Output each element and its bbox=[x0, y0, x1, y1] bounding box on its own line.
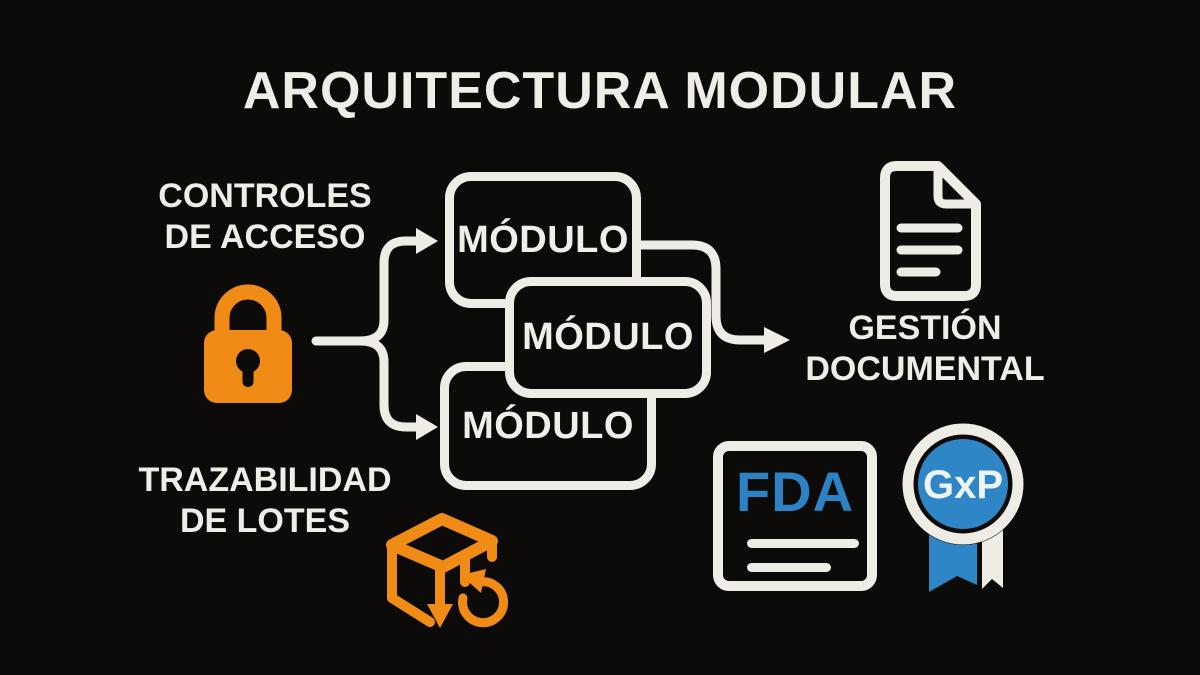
package-sync-icon bbox=[386, 513, 509, 628]
sync-arrowhead bbox=[461, 569, 486, 593]
document-icon bbox=[880, 161, 981, 301]
package-down-arrowhead bbox=[427, 604, 453, 628]
access-controls-label: CONTROLES DE ACCESO bbox=[158, 177, 372, 257]
fork-bottom-connector bbox=[355, 336, 421, 432]
fda-label: FDA bbox=[735, 460, 855, 523]
gxp-label: GxP bbox=[923, 463, 1003, 507]
fork-top-connector bbox=[311, 236, 421, 346]
fda-certificate-icon: FDA bbox=[713, 441, 877, 591]
arrowhead-bottom bbox=[416, 414, 438, 440]
document-management-label: GESTIÓN DOCUMENTAL bbox=[805, 309, 1045, 389]
module-3-label: MÓDULO bbox=[462, 404, 634, 447]
page-title: ARQUITECTURA MODULAR bbox=[242, 62, 958, 120]
batch-traceability-label: TRAZABILIDAD DE LOTES bbox=[138, 461, 392, 541]
arrowhead-right bbox=[764, 327, 790, 353]
gxp-ribbon-badge-icon: GxP bbox=[902, 423, 1024, 592]
fda-text-line-2 bbox=[747, 563, 831, 572]
module-to-docs-connector bbox=[635, 240, 769, 345]
module-box-2: MÓDULO bbox=[505, 277, 711, 398]
arrowhead-top bbox=[416, 228, 438, 254]
module-2-label: MÓDULO bbox=[522, 316, 694, 358]
fda-text-line-1 bbox=[747, 539, 859, 548]
padlock-icon bbox=[204, 284, 292, 403]
module-1-label: MÓDULO bbox=[457, 218, 629, 261]
gxp-ribbon-right bbox=[982, 528, 1003, 589]
